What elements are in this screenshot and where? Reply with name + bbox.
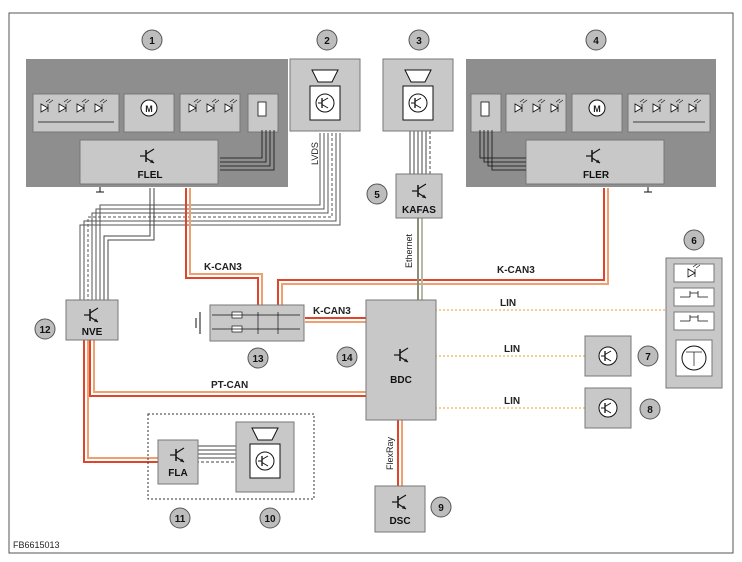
- callout-13: 13: [247, 347, 269, 369]
- module-13: [195, 304, 305, 342]
- fla-label: FLA: [168, 468, 187, 479]
- callout-7: 7: [637, 345, 659, 367]
- callout-2: 2: [316, 29, 338, 51]
- figure-code: FB6615013: [13, 540, 60, 550]
- component-7: [584, 335, 632, 377]
- callout-8: 8: [639, 398, 661, 420]
- kcan3-mid-label: K-CAN3: [313, 306, 351, 317]
- callout-10: 10: [259, 507, 281, 529]
- dsc-label: DSC: [389, 516, 410, 527]
- nve-label: NVE: [82, 327, 103, 338]
- ptcan-label: PT-CAN: [211, 380, 248, 391]
- kcan3-left-label: K-CAN3: [204, 262, 242, 273]
- lvds-label: LVDS: [310, 142, 320, 165]
- svg-text:6: 6: [691, 236, 697, 247]
- flexray-line: [397, 420, 403, 486]
- callout-14: 14: [336, 346, 358, 368]
- svg-text:M: M: [145, 104, 153, 114]
- kafas-label: KAFAS: [402, 205, 436, 216]
- camera-2: [289, 58, 361, 132]
- callout-11: 11: [169, 507, 191, 529]
- flel-label: FLEL: [138, 170, 163, 181]
- flexray-label: FlexRay: [385, 436, 395, 470]
- bdc-label: BDC: [390, 375, 412, 386]
- component-8: [584, 387, 632, 429]
- fla-group-outline: [147, 413, 315, 500]
- flel-module: [79, 139, 219, 185]
- lin-label-2: LIN: [504, 344, 520, 355]
- lin-label-3: LIN: [504, 396, 520, 407]
- nve-fla-line: [83, 340, 158, 463]
- svg-text:7: 7: [645, 352, 651, 363]
- ethernet-line: [417, 218, 423, 300]
- fler-module: [525, 139, 665, 185]
- svg-text:10: 10: [264, 514, 276, 525]
- kcan3-left-line: [185, 188, 263, 305]
- lin-label-1: LIN: [500, 298, 516, 309]
- camera-3: [382, 58, 454, 132]
- svg-text:11: 11: [175, 514, 186, 525]
- flel-nve-wires: [103, 188, 155, 300]
- dsc-module: DSC: [374, 485, 426, 533]
- lvds-bundle: [79, 133, 341, 300]
- svg-text:12: 12: [39, 325, 51, 336]
- bdc-module: BDC: [365, 299, 437, 421]
- ethernet-label: Ethernet: [404, 233, 414, 268]
- kafas-module: KAFAS: [395, 173, 443, 219]
- component-6-stack: [665, 257, 723, 389]
- svg-text:M: M: [593, 104, 601, 114]
- callout-1: 1: [141, 29, 163, 51]
- svg-text:5: 5: [374, 190, 380, 201]
- kcan3-mid-line: [305, 317, 366, 323]
- kcan3-right-label: K-CAN3: [497, 265, 535, 276]
- callout-9: 9: [430, 496, 452, 518]
- svg-text:2: 2: [324, 36, 330, 47]
- fla-module: FLA: [157, 439, 199, 485]
- svg-text:3: 3: [416, 36, 422, 47]
- svg-text:14: 14: [341, 353, 353, 364]
- svg-text:4: 4: [593, 36, 599, 47]
- svg-text:9: 9: [438, 503, 444, 514]
- callout-6: 6: [683, 229, 705, 251]
- fla-camera-wires: [196, 445, 236, 463]
- headlight-left-panel: M FLEL: [26, 59, 288, 193]
- headlight-right-panel: M FLER: [466, 59, 716, 193]
- camera-kafas-wires: [409, 131, 431, 174]
- camera-10: [235, 421, 295, 493]
- kcan3-right-line: [277, 188, 609, 305]
- nve-module: NVE: [65, 299, 119, 341]
- fler-label: FLER: [583, 170, 610, 181]
- callout-4: 4: [585, 29, 607, 51]
- motor-icon: [140, 99, 158, 117]
- ptcan-line: [89, 340, 366, 397]
- svg-text:13: 13: [252, 354, 264, 365]
- lin-lines: [435, 309, 666, 409]
- callout-5: 5: [366, 183, 388, 205]
- svg-text:8: 8: [647, 405, 653, 416]
- svg-text:1: 1: [149, 36, 155, 47]
- callout-12: 12: [34, 318, 56, 340]
- callout-3: 3: [408, 29, 430, 51]
